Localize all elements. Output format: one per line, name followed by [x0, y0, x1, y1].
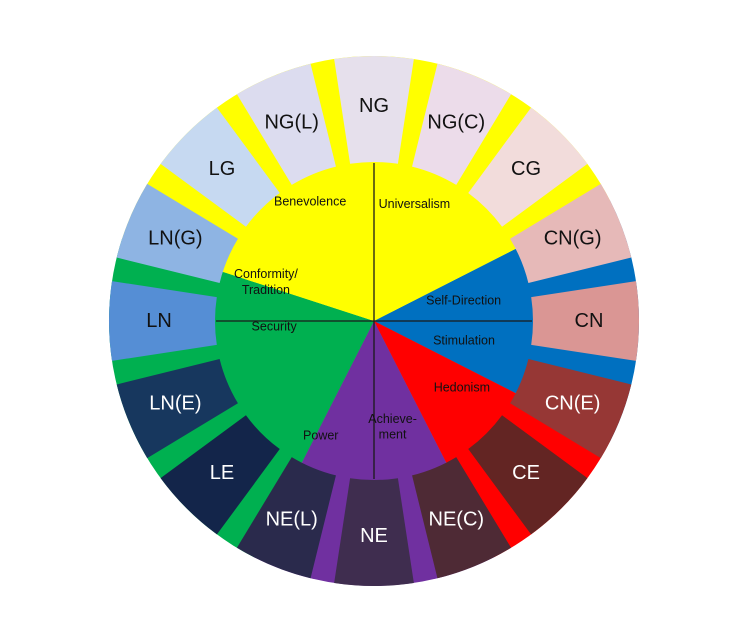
segment-le: [160, 415, 280, 535]
value-dividers: [216, 163, 532, 479]
segment-ng-c: [412, 63, 512, 185]
segment-label-ne: NE: [360, 525, 388, 547]
segment-ne-c: [412, 457, 512, 579]
segment-label-ne-c: NE(C): [429, 509, 485, 531]
segment-ln-e: [116, 359, 238, 459]
segment-ln: [108, 281, 217, 361]
value-label-stimulation: Stimulation: [433, 334, 495, 348]
segment-ng: [334, 55, 414, 164]
segment-lg: [160, 107, 280, 227]
segment-ne-l: [236, 457, 336, 579]
value-core-4-0: [223, 162, 515, 321]
value-label-hedonism: Hedonism: [434, 381, 490, 395]
alignment-segments: [108, 55, 640, 587]
segment-cn-g: [510, 183, 632, 283]
segment-ne: [334, 478, 414, 587]
segment-label-cn-e: CN(E): [545, 392, 601, 414]
segment-label-ln-g: LN(G): [148, 228, 202, 250]
segment-label-ce: CE: [512, 462, 540, 484]
segment-label-cn: CN: [575, 310, 604, 332]
segment-label-lg: LG: [209, 158, 236, 180]
value-core-1-0: [374, 321, 515, 462]
segment-cg: [468, 107, 588, 227]
segment-ln-g: [116, 183, 238, 283]
segment-label-ln: LN: [146, 310, 172, 332]
value-label-self-direction: Self-Direction: [426, 294, 501, 308]
value-core-3-0: [215, 272, 374, 462]
segment-label-cg: CG: [511, 158, 541, 180]
segment-ce: [468, 415, 588, 535]
segment-label-ng-c: NG(C): [427, 111, 485, 133]
alignment-labels: CN CN(E) CE NE(C) NE NE(L) LE LN(E) LN LN(G) LG NG(…: [146, 95, 603, 547]
segment-label-ng-l: NG(L): [264, 111, 318, 133]
segment-ng-l: [236, 63, 336, 185]
segment-cn: [531, 281, 640, 361]
value-label-benevolence: Benevolence: [274, 194, 346, 208]
value-label-achieve-ment: Achieve-ment: [368, 412, 417, 442]
segment-label-ne-l: NE(L): [266, 509, 318, 531]
segment-label-ng: NG: [359, 95, 389, 117]
value-labels: Self-DirectionStimulationHedonismAchieve…: [234, 194, 501, 442]
value-label-conformity-tradition: Conformity/Tradition: [234, 267, 298, 297]
value-label-universalism: Universalism: [379, 197, 451, 211]
segment-label-le: LE: [210, 462, 234, 484]
value-label-power: Power: [303, 429, 338, 443]
segment-label-ln-e: LN(E): [149, 392, 201, 414]
segment-cn-e: [510, 359, 632, 459]
segment-label-cn-g: CN(G): [544, 228, 602, 250]
value-label-security: Security: [252, 320, 298, 334]
